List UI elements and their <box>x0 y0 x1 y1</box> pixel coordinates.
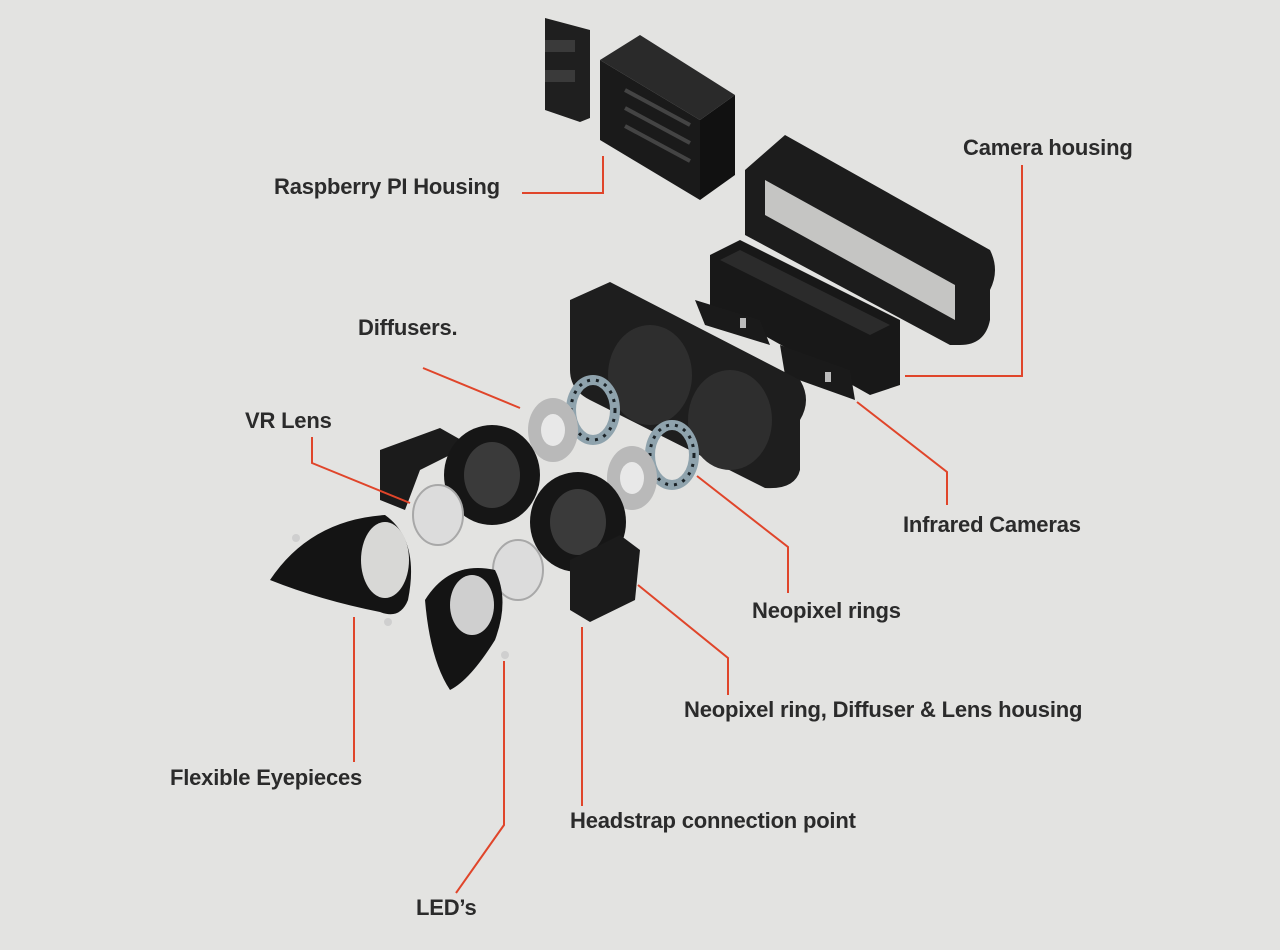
leader-line-infrared <box>856 401 948 505</box>
leader-line-raspberry-pi <box>522 156 604 194</box>
leader-line-diffusers <box>422 367 521 409</box>
leader-line-leds <box>455 661 505 894</box>
raspberry-pi-housing-part <box>545 18 735 200</box>
label-raspberry-pi-housing: Raspberry PI Housing <box>274 174 500 199</box>
leader-line-lens-housing <box>637 584 729 695</box>
lens-housing-part <box>380 425 640 622</box>
front-housing-part <box>570 282 806 489</box>
label-vr-lens: VR Lens <box>245 408 332 433</box>
label-camera-housing: Camera housing <box>963 135 1133 160</box>
leader-line-vr-lens <box>311 437 411 504</box>
label-neopixel-rings: Neopixel rings <box>752 598 901 623</box>
label-diffusers: Diffusers. <box>358 315 458 340</box>
leader-lines <box>311 156 1023 894</box>
flexible-eyepieces-part <box>270 515 503 690</box>
label-flexible-eyepieces: Flexible Eyepieces <box>170 765 363 790</box>
leds-part <box>292 534 509 659</box>
vr-lenses-part <box>412 484 544 601</box>
label-lens-housing: Neopixel ring, Diffuser & Lens housing <box>684 697 1083 722</box>
label-headstrap-connection-point: Headstrap connection point <box>570 808 856 833</box>
leader-line-neopixel <box>696 475 789 593</box>
label-infrared-cameras: Infrared Cameras <box>903 512 1081 537</box>
camera-housing-part <box>710 135 995 395</box>
leader-line-camera-housing <box>905 165 1023 377</box>
infrared-cameras-part <box>695 300 855 400</box>
label-leds: LED’s <box>416 895 477 920</box>
diffusers-part <box>528 398 657 510</box>
